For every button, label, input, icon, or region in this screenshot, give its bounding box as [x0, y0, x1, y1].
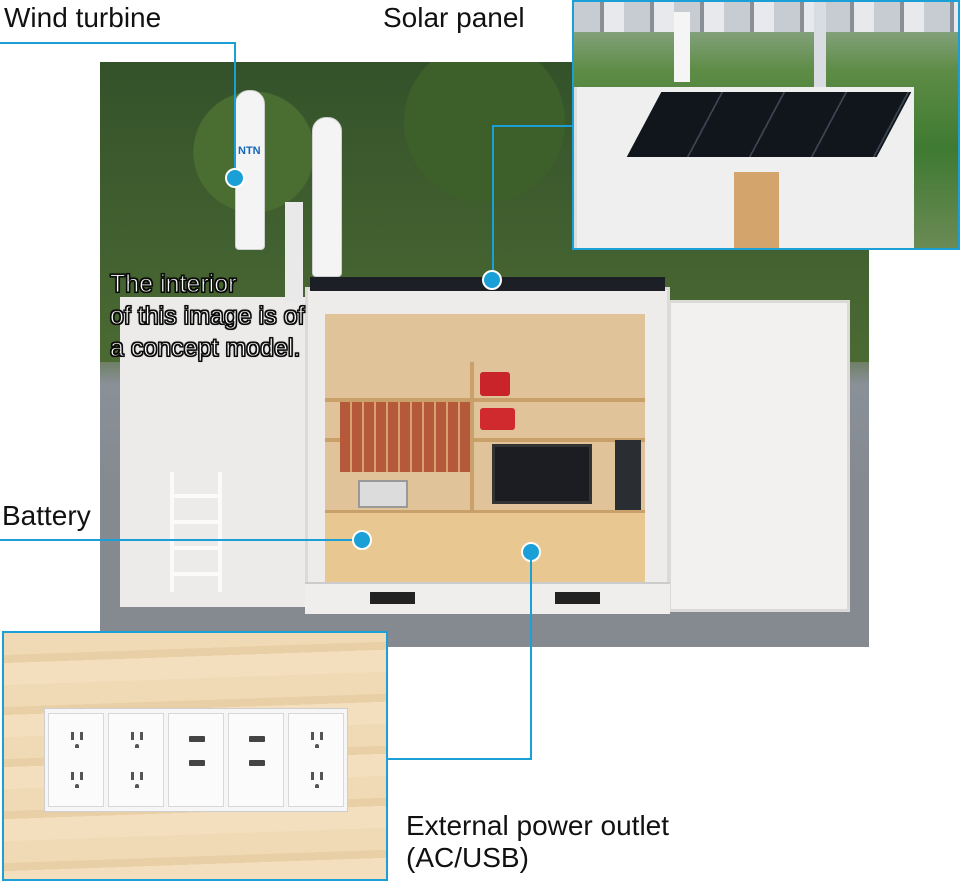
outlet-label-line: (AC/USB)	[406, 842, 529, 874]
outlet-leader	[388, 758, 532, 760]
wind-turbine-leader	[234, 42, 236, 178]
wind-turbine-marker	[225, 168, 245, 188]
solar-panel-leader	[492, 125, 572, 127]
first-aid-kit	[480, 408, 515, 430]
microwave	[358, 480, 408, 508]
battery-cabinet	[325, 510, 645, 582]
usb-outlet-plate	[168, 713, 224, 807]
outlet-label-line: External power outlet	[406, 810, 670, 841]
solar-panel-marker	[482, 270, 502, 290]
battery-marker	[352, 530, 372, 550]
outlet-label: External power outlet (AC/USB)	[406, 810, 669, 874]
battery-leader	[0, 539, 360, 541]
container-interior	[734, 172, 779, 248]
usb-port	[249, 760, 265, 766]
caption-line: of this image is of	[110, 302, 306, 331]
ac-outlet-plate	[48, 713, 104, 807]
television	[492, 444, 592, 504]
concept-model-caption: The interior of this image is of a conce…	[110, 268, 306, 364]
turbine-mast	[674, 12, 690, 82]
mast	[814, 2, 826, 102]
wind-turbine-leader	[0, 42, 236, 44]
ac-outlet-plate	[108, 713, 164, 807]
solar-panel-array	[626, 92, 912, 157]
usb-port	[189, 736, 205, 742]
ladder	[170, 472, 222, 592]
forklift-slot	[370, 592, 415, 604]
stored-supplies	[340, 402, 470, 472]
outlet-inset	[2, 631, 388, 881]
ac-outlet-plate	[288, 713, 344, 807]
usb-port	[189, 760, 205, 766]
ac-socket	[309, 770, 325, 788]
ac-socket	[309, 730, 325, 748]
turbine-logo: NTN	[238, 145, 261, 157]
outlet-leader	[530, 555, 532, 760]
shelf	[325, 398, 645, 402]
ac-socket	[69, 730, 85, 748]
caption-line: The interior	[110, 270, 237, 299]
ac-socket	[129, 730, 145, 748]
battery-label: Battery	[2, 500, 91, 531]
container-door	[668, 300, 850, 612]
usb-outlet-plate	[228, 713, 284, 807]
forklift-slot	[555, 592, 600, 604]
shelf	[325, 438, 645, 442]
caption-line: a concept model.	[110, 334, 301, 363]
usb-port	[249, 736, 265, 742]
solar-panel-inset	[572, 0, 960, 250]
turbine-blade	[312, 117, 342, 277]
shelf-divider	[470, 362, 474, 512]
red-case	[480, 372, 510, 396]
turbine-pole	[285, 202, 303, 302]
ac-socket	[69, 770, 85, 788]
parking-lot	[574, 2, 958, 32]
wind-turbine-label: Wind turbine	[4, 2, 162, 33]
ac-socket	[129, 770, 145, 788]
solar-panel-leader	[492, 125, 494, 280]
container-base	[305, 582, 670, 614]
solar-panel-label: Solar panel	[383, 2, 525, 33]
